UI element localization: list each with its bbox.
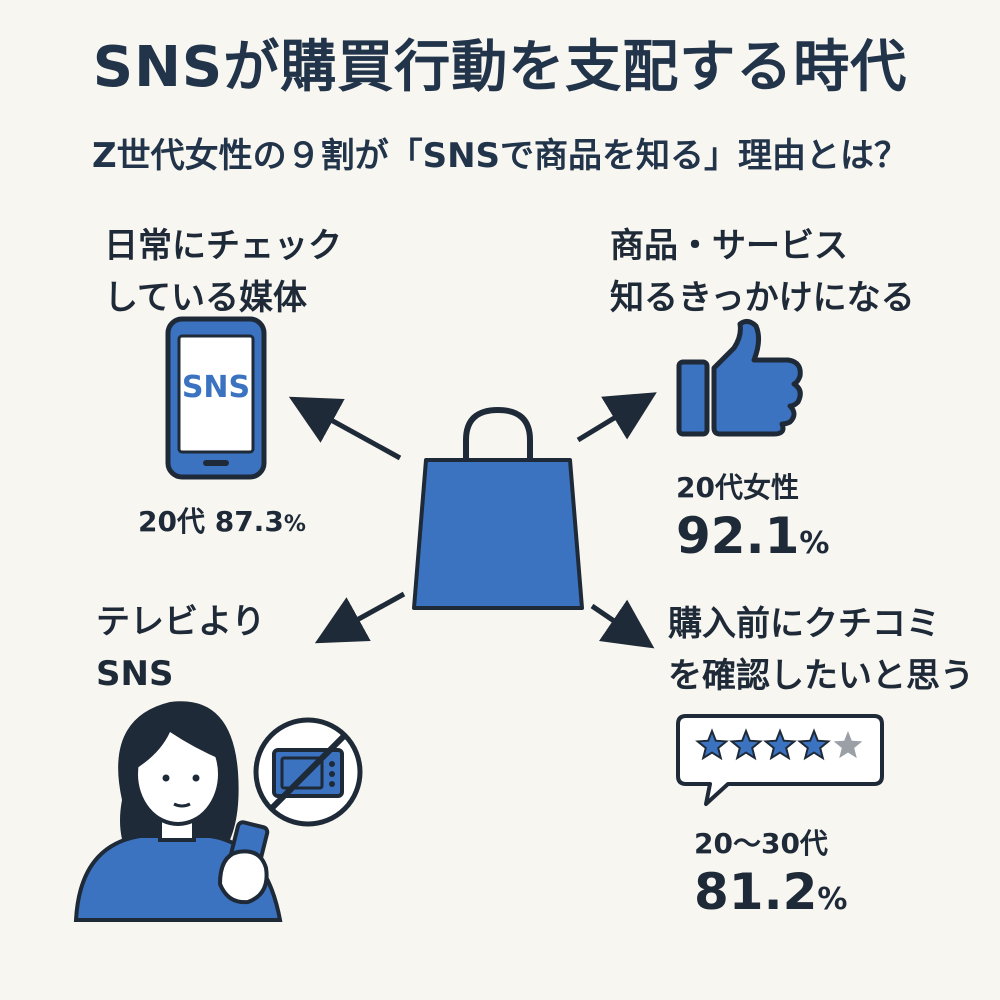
daily-media-stat: 20代 87.3% <box>138 500 306 540</box>
review-label-line2: を確認したいと思う <box>668 656 974 696</box>
tv-vs-sns-label: テレビより SNS <box>96 596 265 700</box>
discovery-stat: 92.1% <box>676 508 829 572</box>
discovery-label-line2: 知るきっかけになる <box>610 278 915 318</box>
star-filled-icon <box>695 728 729 761</box>
tv-vs-sns-label-line2: SNS <box>96 654 174 694</box>
daily-media-label-line2: している媒体 <box>104 278 307 318</box>
discovery-stat-unit: % <box>799 526 830 561</box>
review-stat: 81.2% <box>694 864 847 928</box>
tv-vs-sns-label-line1: テレビより <box>96 602 266 642</box>
no-tv-icon <box>253 717 363 827</box>
daily-media-stat-value: 20代 87.3 <box>138 505 284 538</box>
thumbs-up-icon <box>676 318 803 437</box>
review-stat-unit: % <box>817 882 848 917</box>
discovery-label-line1: 商品・サービス <box>610 226 848 266</box>
rating-stars <box>695 728 863 761</box>
daily-media-stat-unit: % <box>283 512 306 537</box>
star-filled-icon <box>797 728 831 761</box>
discovery-stat-value: 92.1 <box>676 507 800 565</box>
star-filled-icon <box>729 728 763 761</box>
review-stat-value: 81.2 <box>694 863 818 921</box>
shopping-bag-icon <box>412 406 584 610</box>
page-title: SNSが購買行動を支配する時代 <box>92 35 908 100</box>
star-filled-icon <box>763 728 797 761</box>
review-bubble-icon <box>676 714 884 806</box>
discovery-label: 商品・サービス 知るきっかけになる <box>610 220 915 324</box>
daily-media-label-line1: 日常にチェック <box>104 226 342 266</box>
page-subtitle: Z世代女性の９割が「SNSで商品を知る」理由とは？ <box>91 136 909 176</box>
review-stat-label: 20～30代 <box>694 827 828 860</box>
smartphone-icon <box>165 316 267 480</box>
star-empty-icon <box>833 731 863 759</box>
discovery-stat-label: 20代女性 <box>676 471 799 504</box>
woman-with-phone-illustration <box>73 701 283 922</box>
daily-media-label: 日常にチェック している媒体 <box>104 220 342 324</box>
review-label-line1: 購入前にクチコミ <box>668 604 940 644</box>
review-label: 購入前にクチコミ を確認したいと思う <box>668 598 974 702</box>
phone-screen-text: SNS <box>181 370 251 405</box>
